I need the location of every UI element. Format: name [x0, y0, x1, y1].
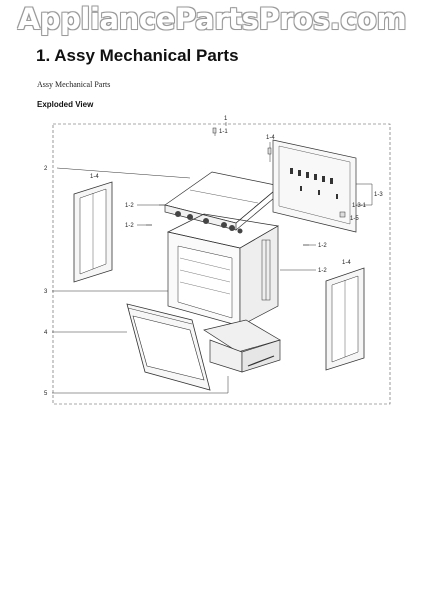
- callout-1-4-top: 1-4: [266, 135, 275, 141]
- callout-1-1: 1-1: [219, 129, 228, 135]
- back-panel-vents: [290, 168, 338, 199]
- oven-door: [126, 303, 211, 391]
- control-knobs: [175, 211, 243, 234]
- view-title: Exploded View: [37, 100, 94, 109]
- oven-rack-guides: [179, 257, 231, 295]
- callout-1-4-left: 1-4: [90, 174, 99, 180]
- left-side-panel: [73, 181, 113, 283]
- right-side-panel: [325, 267, 365, 371]
- watermark-logo: AppliancePartsPros.com: [17, 2, 407, 36]
- oven-cavity: [166, 213, 280, 327]
- oven-hinge-parts: [261, 239, 271, 301]
- callout-1: 1: [224, 116, 228, 122]
- callout-5: 5: [44, 391, 48, 397]
- callout-1-2-d: 1-2: [318, 268, 327, 274]
- storage-drawer: [203, 319, 281, 373]
- callout-4: 4: [44, 330, 48, 336]
- section-subtitle: Assy Mechanical Parts: [37, 80, 111, 89]
- callout-1-3: 1-3: [374, 192, 383, 198]
- callout-1-2-b: 1-2: [125, 223, 134, 229]
- callout-1-3-1: 1-3-1: [352, 203, 367, 209]
- small-hardware: [212, 127, 346, 218]
- screw-arrows: [146, 204, 309, 271]
- callout-3: 3: [44, 289, 48, 295]
- callout-1-4-right: 1-4: [342, 260, 351, 266]
- callout-1-5: 1-5: [350, 216, 359, 222]
- callout-1-2-a: 1-2: [125, 203, 134, 209]
- section-title: 1. Assy Mechanical Parts: [36, 46, 239, 65]
- back-panel: [272, 139, 357, 233]
- cooktop-panel: [164, 171, 281, 231]
- callout-2: 2: [44, 166, 48, 172]
- callout-1-2-c: 1-2: [318, 243, 327, 249]
- assembly-boundary: [52, 123, 391, 405]
